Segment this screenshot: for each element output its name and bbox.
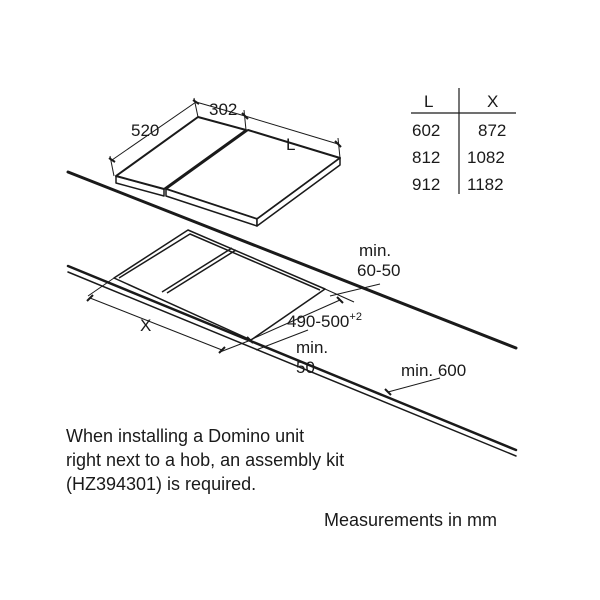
dim-X-line [89,297,223,351]
dim-L-ext [337,137,341,159]
tick [384,388,392,396]
hob-right-face [256,157,341,227]
dim-min-600-label: min. 600 [401,361,466,380]
table-cell-X: 872 [478,121,506,140]
tick [336,296,344,304]
dim-490-500-value: 490-500 [287,312,349,331]
dimension-lines [87,97,441,393]
tick [241,112,249,120]
dim-520-label: 520 [131,121,159,140]
table-header-L: L [424,92,433,111]
dim-X-ext-b [219,339,252,353]
installation-note-line-2: right next to a hob, an assembly kit [66,450,345,470]
dim-520-line [111,101,197,161]
dim-490-500-tolerance: +2 [349,311,362,323]
dim-X-label: X [140,316,151,335]
dim-302-label: 302 [209,100,237,119]
size-table: L X 602 872 812 1082 912 1182 [411,88,516,194]
dim-302-line [195,101,246,117]
dim-min-front-label: min. [296,338,328,357]
installation-note-line-1: When installing a Domino unit [66,426,305,446]
installation-note-line-3: (HZ394301) is required. [66,474,257,494]
table-header-X: X [487,92,498,111]
table-cell-L: 602 [412,121,440,140]
countertop-front-edge-bottom [67,271,517,457]
dim-min-600-line [387,377,441,393]
dimension-ticks [86,99,392,396]
dim-490-500-ext [324,288,355,303]
dim-490-500-label: 490-500+2 [287,311,362,331]
dim-min-60-50-leader [329,283,381,297]
dim-L-label: L [286,135,295,154]
dim-X-ext-a [87,277,115,297]
dim-302-ext [243,109,247,131]
table-cell-L: 812 [412,148,440,167]
dim-min-back-value: 60-50 [357,261,400,280]
tick [218,346,226,354]
dim-min-50-line [255,329,309,351]
table-cell-L: 912 [412,175,440,194]
countertop-back-edge [66,170,518,350]
units-note: Measurements in mm [324,510,498,530]
dim-490-500-line [249,299,341,341]
tick [86,294,94,302]
countertop [66,170,518,457]
countertop-front-edge-top [66,264,518,452]
dim-min-front-value: 50 [296,358,315,377]
cutout-divider-shadow [166,249,237,294]
dim-min-back-label: min. [359,241,391,260]
cutout-divider [161,247,233,293]
tick [334,140,342,148]
tick [108,157,116,163]
tick [246,336,254,344]
dim-L-line [244,115,339,145]
table-cell-X: 1182 [467,175,504,194]
appliances [115,116,341,227]
tick [192,99,200,105]
table-cell-X: 1082 [467,148,505,167]
cutout-inner-outline [118,233,321,291]
